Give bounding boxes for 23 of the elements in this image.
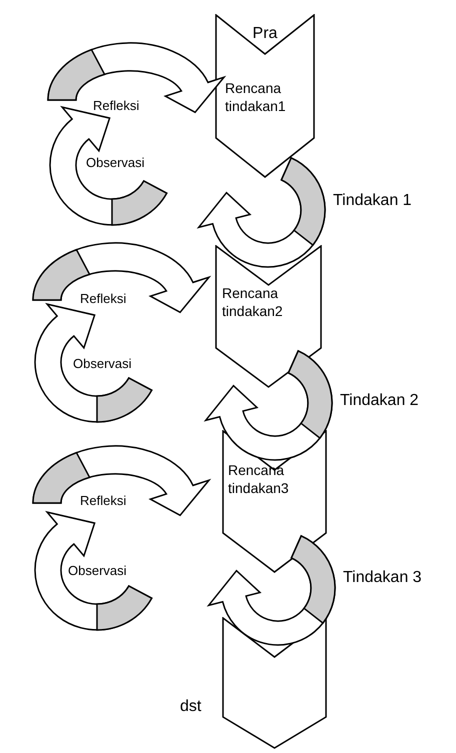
curved-block-arrow	[32, 445, 210, 516]
curved-block-arrow	[198, 157, 326, 268]
stage-label: Refleksi	[80, 493, 126, 510]
curved-block-arrow	[47, 42, 225, 114]
edge-label: Tindakan 2	[340, 391, 419, 411]
curved-block-arrow	[32, 242, 210, 314]
curved-block-arrow	[208, 535, 336, 646]
chevron-label: Rencana tindakan2	[222, 285, 284, 320]
curved-block-arrow	[34, 303, 152, 423]
chevron-label: Rencana tindakan1	[225, 80, 287, 115]
chevron-label: Rencana tindakan3	[228, 462, 290, 497]
curved-block-arrow	[34, 511, 152, 631]
curved-block-arrow	[49, 106, 168, 226]
stage-label: Refleksi	[93, 98, 140, 114]
stage-label: Observasi	[86, 155, 145, 172]
beside-label: dst	[180, 697, 202, 717]
chevron-label: Pra	[252, 24, 278, 44]
edge-label: Tindakan 3	[343, 568, 422, 588]
stage-label: Refleksi	[80, 291, 126, 308]
stage-label: Observasi	[73, 356, 132, 372]
curved-block-arrow	[204, 350, 333, 461]
stage-label: Observasi	[68, 563, 127, 580]
edge-label: Tindakan 1	[333, 191, 412, 211]
